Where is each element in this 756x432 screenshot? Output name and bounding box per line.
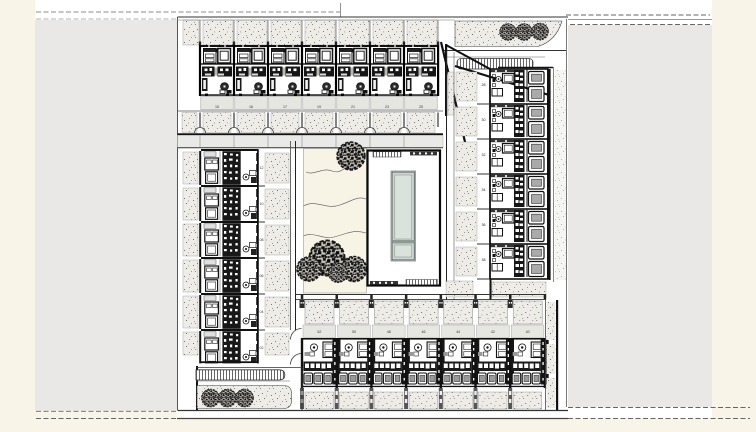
- svg-text:04: 04: [260, 310, 264, 314]
- svg-text:16: 16: [249, 105, 253, 109]
- svg-text:38: 38: [482, 258, 486, 262]
- svg-text:36: 36: [482, 223, 486, 227]
- svg-text:46: 46: [422, 330, 426, 334]
- svg-text:30: 30: [482, 118, 486, 122]
- svg-text:17: 17: [283, 105, 287, 109]
- svg-text:08: 08: [260, 238, 264, 242]
- svg-text:44: 44: [456, 330, 460, 334]
- svg-text:02: 02: [260, 346, 264, 350]
- svg-text:23: 23: [385, 105, 389, 109]
- svg-text:42: 42: [491, 330, 495, 334]
- svg-text:28: 28: [482, 83, 486, 87]
- svg-text:25: 25: [419, 105, 423, 109]
- svg-text:32: 32: [482, 153, 486, 157]
- svg-text:34: 34: [482, 188, 486, 192]
- svg-text:19: 19: [317, 105, 321, 109]
- svg-text:15: 15: [215, 105, 219, 109]
- svg-text:10: 10: [260, 202, 264, 206]
- svg-text:12: 12: [260, 166, 264, 170]
- svg-text:06: 06: [260, 274, 264, 278]
- svg-text:48: 48: [387, 330, 391, 334]
- svg-text:21: 21: [351, 105, 355, 109]
- svg-text:40: 40: [526, 330, 530, 334]
- svg-text:52: 52: [317, 330, 321, 334]
- svg-text:50: 50: [352, 330, 356, 334]
